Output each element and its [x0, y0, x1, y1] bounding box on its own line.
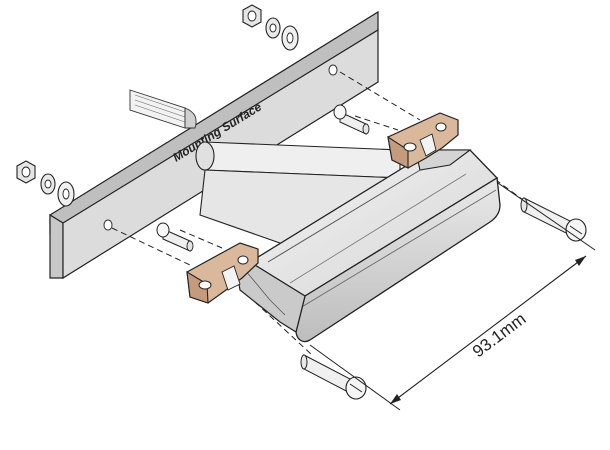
lock-washer-icon — [265, 17, 281, 39]
screw-icon — [300, 354, 367, 400]
lock-washer-icon — [40, 173, 56, 195]
screw-icon — [520, 197, 587, 242]
mounting-bracket-right — [387, 112, 459, 169]
handle-rods — [195, 141, 402, 251]
plate-hole-right — [328, 64, 338, 76]
plate-hole-left — [103, 219, 113, 231]
hex-nut-icon — [16, 160, 36, 184]
dimension-label: 93.1mm — [469, 309, 529, 361]
flat-washer-icon — [281, 25, 299, 51]
pin-right — [333, 104, 370, 135]
hex-nut-icon — [242, 4, 262, 28]
flat-washer-icon — [57, 181, 75, 207]
mounting-bracket-left — [186, 242, 259, 304]
cable — [129, 89, 197, 129]
pin-left — [156, 222, 194, 252]
